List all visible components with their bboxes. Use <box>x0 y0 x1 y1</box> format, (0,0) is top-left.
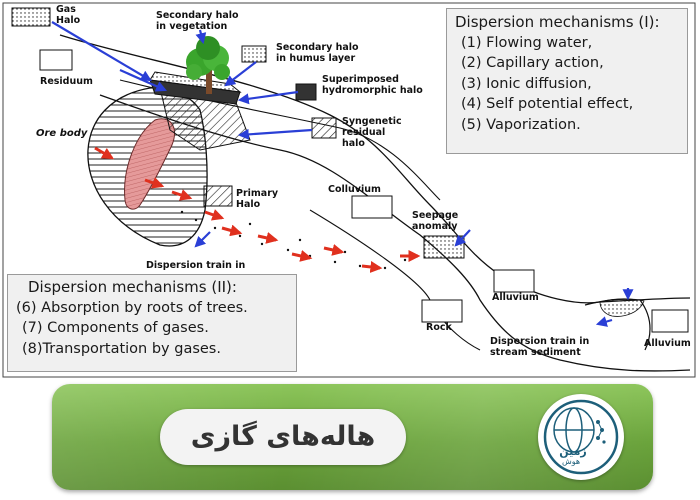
brand-logo <box>538 394 624 480</box>
logo-wordmark: زمین <box>559 445 587 458</box>
banner-title: هاله‌های گازی <box>190 421 376 452</box>
legend-humus-swatch <box>241 45 267 63</box>
mechanisms-1-list: (1) Flowing water, (2) Capillary action,… <box>455 33 681 136</box>
list-item: (8)Transportation by gases. <box>22 340 221 357</box>
diagram-frame <box>2 2 696 378</box>
legend-alluvium-right-swatch <box>651 309 689 333</box>
list-item: (7) Components of gases. <box>22 320 209 336</box>
lower-contact-line <box>309 209 481 351</box>
legend-seepage-swatch <box>423 235 465 259</box>
legend-superimposed-swatch <box>295 83 317 101</box>
label-dispersion-train: Dispersion train in <box>146 260 245 271</box>
legend-alluvium-swatch <box>493 269 535 293</box>
mechanisms-2-list: (6) Absorption by roots of trees. (7) Co… <box>16 298 290 360</box>
mechanisms-2-title: Dispersion mechanisms (II): <box>28 278 237 296</box>
legend-residuum-swatch <box>39 49 73 71</box>
label-residuum: Residuum <box>40 76 93 87</box>
logo-subword: هوش <box>561 457 581 466</box>
title-pill <box>160 409 406 465</box>
stream-sediment <box>599 298 645 317</box>
list-item: (3) Ionic diffusion, <box>461 75 592 92</box>
legend-rock-swatch <box>421 299 463 323</box>
list-item: (6) Absorption by roots of trees. <box>16 299 248 316</box>
list-item: (4) Self potential effect, <box>461 96 634 112</box>
mechanisms-2-box: Dispersion mechanisms (II): (6) Absorpti… <box>7 274 297 372</box>
blue-pointer-arrows <box>51 21 634 327</box>
mechanisms-1-box: Dispersion mechanisms (I): (1) Flowing w… <box>446 8 688 154</box>
list-item: (2) Capillary action, <box>461 55 604 71</box>
red-dispersion-arrows <box>94 146 421 273</box>
legend-colluvium-swatch <box>351 195 393 219</box>
label-rock: Rock <box>426 322 452 333</box>
mechanisms-1-title: Dispersion mechanisms (I): <box>455 13 660 31</box>
list-item: (1) Flowing water, <box>461 34 593 51</box>
label-alluvium-right: Alluvium <box>644 338 691 349</box>
ore-body-core <box>124 118 176 210</box>
label-ore-body: Ore body <box>36 128 88 139</box>
legend-primary-halo-swatch <box>203 185 233 207</box>
globe-icon <box>543 399 619 475</box>
legend-gas-halo-swatch <box>11 7 51 27</box>
list-item: (5) Vaporization. <box>461 116 581 133</box>
label-alluvium-left: Alluvium <box>492 292 539 303</box>
label-colluvium: Colluvium <box>328 184 381 195</box>
legend-syngenetic-swatch <box>311 117 337 139</box>
